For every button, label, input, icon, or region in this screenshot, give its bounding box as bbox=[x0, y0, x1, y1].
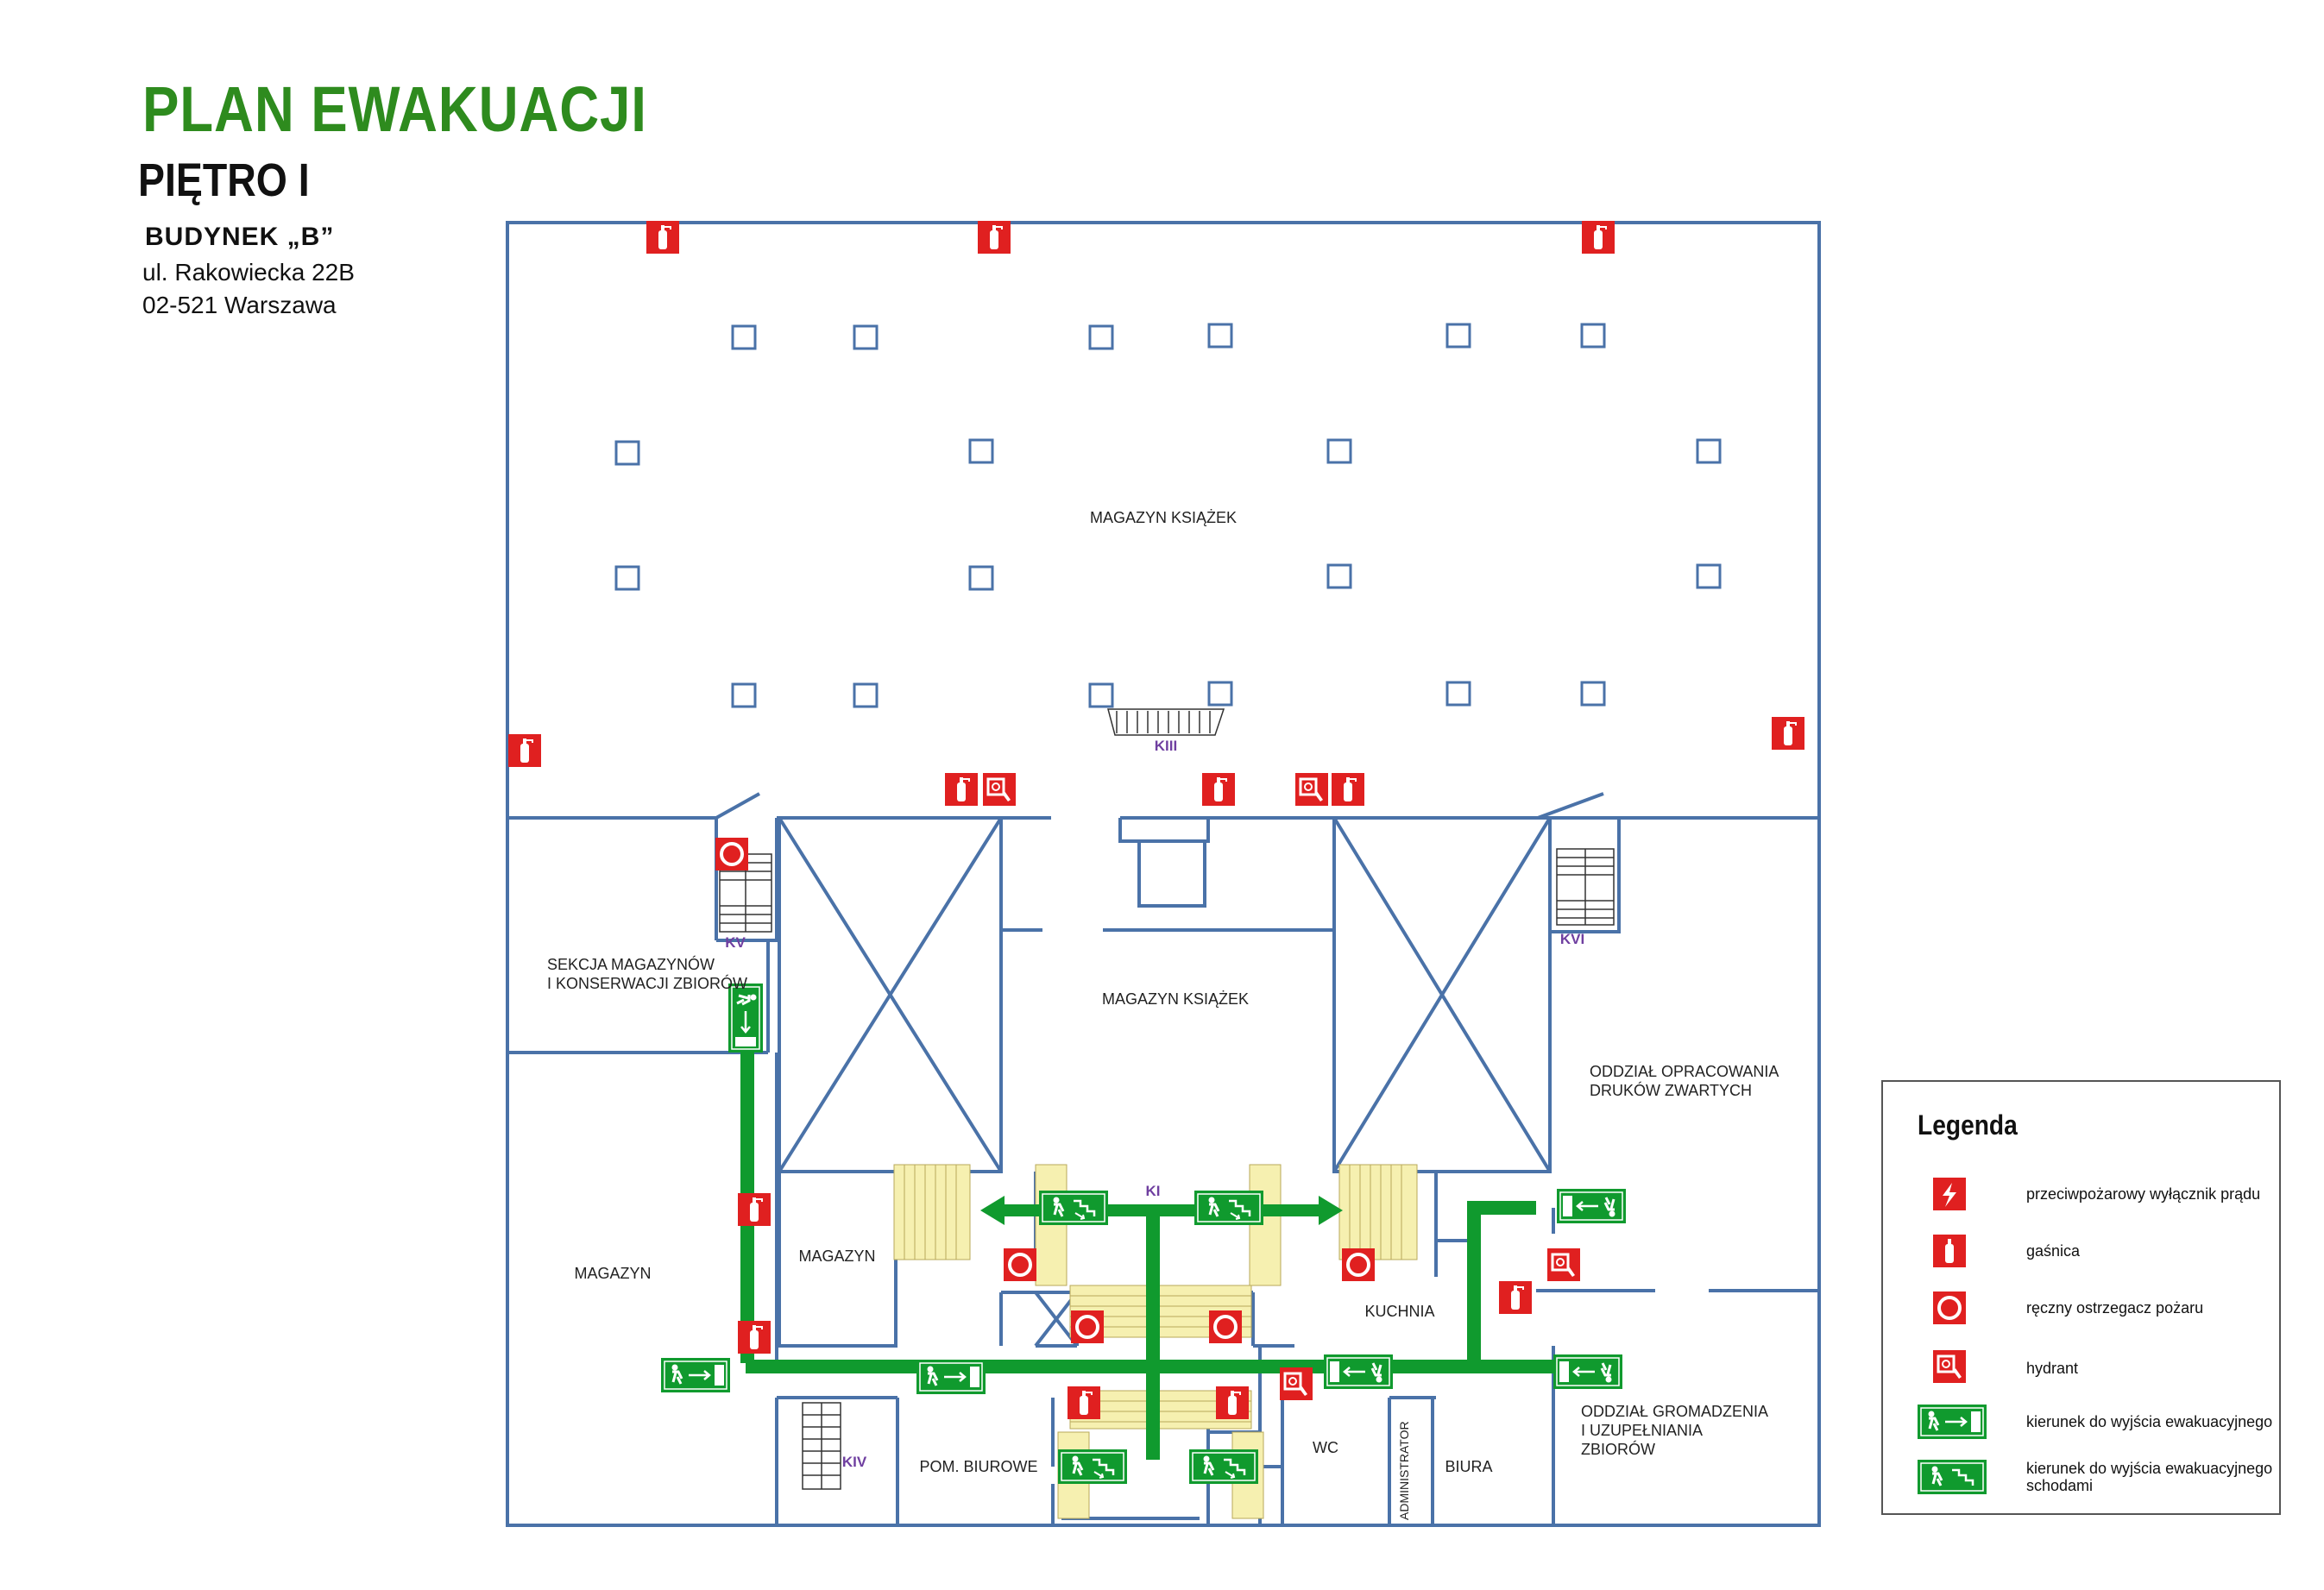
extinguisher-icon bbox=[1933, 1235, 1966, 1267]
legend: Legenda przeciwpożarowy wyłącznik prądu … bbox=[1881, 1080, 2281, 1515]
room-magazyn-small: MAGAZYN bbox=[798, 1247, 875, 1265]
room-biura: BIURA bbox=[1445, 1458, 1492, 1475]
stair-ki: KI bbox=[1146, 1183, 1161, 1199]
hydrant-icon bbox=[1933, 1350, 1966, 1383]
street-address: ul. Rakowiecka 22B bbox=[142, 259, 355, 286]
room-magazyn-left: MAGAZYN bbox=[574, 1265, 651, 1282]
room-sekcja-line1: SEKCJA MAGAZYNÓW bbox=[547, 955, 715, 973]
room-magazyn-ksiazek-center: MAGAZYN KSIĄŻEK bbox=[1102, 990, 1249, 1008]
room-wc: WC bbox=[1313, 1439, 1338, 1456]
fire-alarm-icon bbox=[1933, 1291, 1966, 1324]
plan-title: PLAN EWAKUACJI bbox=[142, 73, 647, 145]
room-oddzial-grom-line1: ODDZIAŁ GROMADZENIA bbox=[1581, 1403, 1768, 1420]
legend-label: ręczny ostrzegacz pożaru bbox=[2026, 1299, 2204, 1317]
legend-item-exit-stairs: kierunek do wyjścia ewakuacyjnego schoda… bbox=[1916, 1458, 2272, 1501]
room-magazyn-ksiazek-top: MAGAZYN KSIĄŻEK bbox=[1090, 509, 1237, 526]
legend-label: przeciwpożarowy wyłącznik prądu bbox=[2026, 1185, 2261, 1203]
room-labels: MAGAZYN KSIĄŻEK MAGAZYN KSIĄŻEK SEKCJA M… bbox=[547, 509, 1779, 1520]
exit-direction-icon bbox=[1918, 1405, 1987, 1439]
legend-item-fire-alarm: ręczny ostrzegacz pożaru bbox=[1916, 1289, 2270, 1332]
stair-kiv: KIV bbox=[842, 1454, 867, 1470]
room-kuchnia: KUCHNIA bbox=[1364, 1303, 1434, 1320]
legend-title: Legenda bbox=[1918, 1109, 2018, 1141]
building-label: BUDYNEK „B” bbox=[145, 223, 335, 251]
room-sekcja-line2: I KONSERWACJI ZBIORÓW bbox=[547, 974, 747, 992]
city-address: 02-521 Warszawa bbox=[142, 292, 337, 318]
room-administrator: ADMINISTRATOR bbox=[1397, 1421, 1411, 1520]
room-oddzial-grom-line3: ZBIORÓW bbox=[1581, 1440, 1655, 1458]
legend-item-exit-direction: kierunek do wyjścia ewakuacyjnego bbox=[1916, 1403, 2272, 1446]
legend-label: gaśnica bbox=[2026, 1242, 2081, 1260]
stair-labels: KI KIII KIV KV KVI bbox=[725, 738, 1584, 1470]
power-switch-icon bbox=[1933, 1178, 1966, 1210]
legend-label: kierunek do wyjścia ewakuacyjnego bbox=[2026, 1413, 2273, 1430]
stair-kvi: KVI bbox=[1560, 931, 1584, 947]
floor-label: PIĘTRO I bbox=[138, 154, 310, 206]
stairs bbox=[719, 708, 1615, 1490]
stair-kiii: KIII bbox=[1155, 738, 1177, 754]
legend-label: hydrant bbox=[2026, 1360, 2079, 1377]
legend-item-hydrant: hydrant bbox=[1916, 1348, 2270, 1391]
legend-item-power-switch: przeciwpożarowy wyłącznik prądu bbox=[1916, 1175, 2270, 1218]
legend-item-extinguisher: gaśnica bbox=[1916, 1232, 2270, 1275]
legend-label: kierunek do wyjścia ewakuacyjnego schoda… bbox=[2026, 1460, 2273, 1494]
room-oddzial-opr-line2: DRUKÓW ZWARTYCH bbox=[1590, 1081, 1752, 1099]
room-oddzial-opr-line1: ODDZIAŁ OPRACOWANIA bbox=[1590, 1063, 1779, 1080]
room-pom-biurowe: POM. BIUROWE bbox=[919, 1458, 1037, 1475]
exit-stairs-icon bbox=[1918, 1460, 1987, 1494]
room-oddzial-grom-line2: I UZUPEŁNIANIA bbox=[1581, 1422, 1703, 1439]
stair-kv: KV bbox=[725, 934, 746, 951]
